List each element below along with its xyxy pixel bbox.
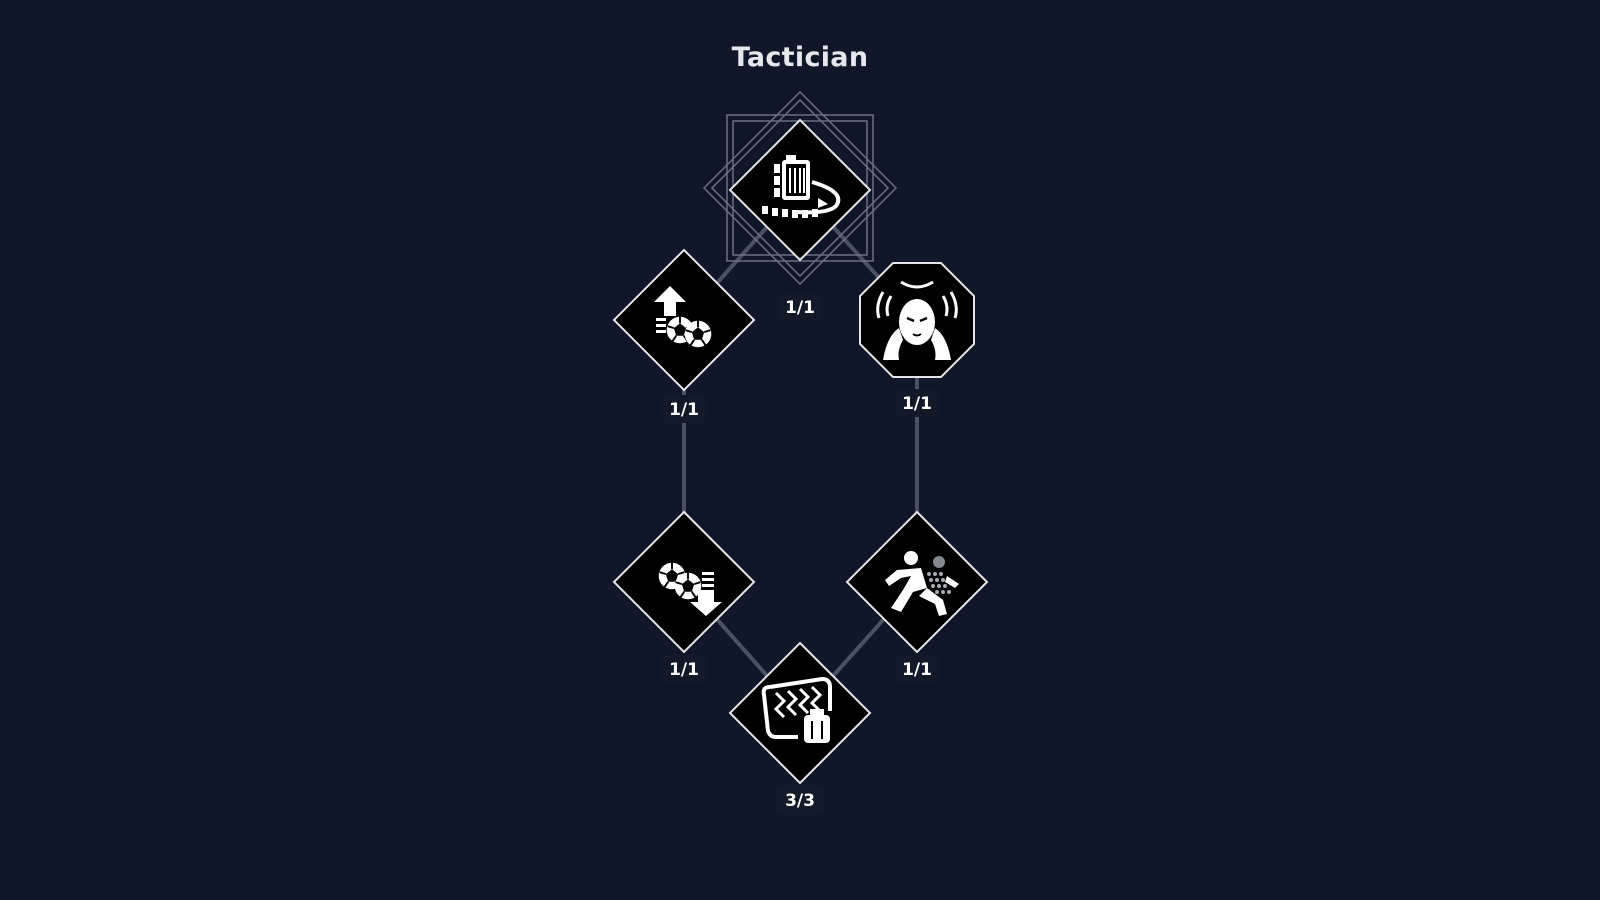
talent-node-low-left[interactable] <box>612 510 756 654</box>
rank-badge-top: 1/1 <box>778 293 822 321</box>
rank-label: 1/1 <box>902 394 932 414</box>
rank-label: 1/1 <box>669 660 699 680</box>
rank-label: 1/1 <box>902 660 932 680</box>
connector-lines <box>682 188 919 715</box>
rank-badge-low-left: 1/1 <box>662 655 706 683</box>
talent-node-mid-right[interactable] <box>859 262 975 378</box>
rank-label: 1/1 <box>785 298 815 318</box>
rank-label: 1/1 <box>669 400 699 420</box>
talent-node-top[interactable] <box>702 90 898 286</box>
talent-node-low-right[interactable] <box>845 510 989 654</box>
talent-node-mid-left[interactable] <box>612 248 756 392</box>
rank-badge-mid-left: 1/1 <box>662 395 706 423</box>
talent-node-bottom[interactable] <box>728 641 872 785</box>
tree-title: Tactician <box>731 42 869 73</box>
rank-badge-mid-right: 1/1 <box>895 389 939 417</box>
rank-label: 3/3 <box>785 791 815 811</box>
rank-badge-bottom: 3/3 <box>776 786 824 814</box>
rank-badge-low-right: 1/1 <box>895 655 939 683</box>
